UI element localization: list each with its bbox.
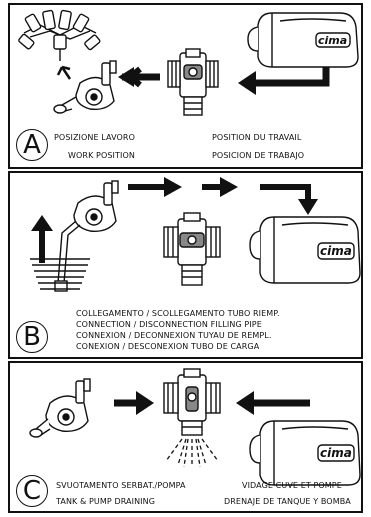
- panel-a-label-en: WORK POSITION: [68, 151, 135, 160]
- pump-icon: [73, 180, 119, 232]
- panel-work-position: cima A POSIZIONE LAVORO WORK POSITION PO…: [8, 3, 363, 169]
- valve-icon: [167, 48, 219, 116]
- panel-a-illustration: cima: [18, 9, 359, 116]
- brand-logo: cima: [320, 446, 352, 460]
- panel-filling-pipe: cima B COLLEGAMENTO / SCOLLEGAMENTO TUBO…: [8, 171, 363, 359]
- panel-a-label-es: POSICION DE TRABAJO: [212, 151, 305, 160]
- panel-b-label-es: CONEXION / DESCONEXION TUBO DE CARGA: [76, 342, 260, 351]
- suction-pipe-icon: [30, 220, 90, 292]
- panel-a-label-it: POSIZIONE LAVORO: [54, 133, 135, 142]
- pump-icon: [53, 60, 117, 114]
- arrow-icon: [298, 199, 318, 215]
- arrow-icon: [238, 71, 256, 95]
- arrow-icon: [164, 177, 182, 197]
- panel-b-letter: B: [16, 321, 48, 353]
- panel-b-label-en: CONNECTION / DISCONNECTION FILLING PIPE: [76, 320, 262, 329]
- panel-b-label-it: COLLEGAMENTO / SCOLLEGAMENTO TUBO RIEMP.: [76, 309, 280, 318]
- arrow-icon: [236, 391, 254, 415]
- tank-icon: [249, 216, 361, 284]
- pump-icon: [29, 378, 91, 438]
- panel-a-letter: A: [16, 129, 48, 161]
- spray-nozzle-icon: [18, 9, 101, 61]
- panel-c-letter: C: [16, 475, 48, 507]
- panel-b-illustration: cima: [30, 177, 361, 292]
- panel-c-label-en: TANK & PUMP DRAINING: [56, 497, 155, 506]
- panel-c-label-it: SVUOTAMENTO SERBAT./POMPA: [56, 481, 186, 490]
- brand-logo: cima: [320, 244, 352, 258]
- valve-icon: [163, 212, 221, 286]
- brand-logo: cima: [318, 34, 347, 47]
- panel-a-label-fr: POSITION DU TRAVAIL: [212, 133, 302, 142]
- panel-c-label-es: DRENAJE DE TANQUE Y BOMBA: [224, 497, 351, 506]
- arrow-icon: [220, 177, 238, 197]
- tank-icon: [249, 420, 361, 486]
- valve-icon: [163, 368, 221, 436]
- panel-c-label-fr: VIDAGE CUVE ET POMPE: [242, 481, 342, 490]
- panel-b-label-fr: CONNEXION / DECONNEXION TUYAU DE REMPL.: [76, 331, 272, 340]
- arrow-icon: [136, 391, 154, 415]
- drain-jets: [165, 438, 219, 468]
- tank-icon: [247, 12, 359, 68]
- panel-draining: cima C SVUOTAMENTO SERBAT./POMPA TANK & …: [8, 361, 363, 513]
- panel-c-illustration: cima: [29, 368, 361, 486]
- arrow-icon: [56, 65, 72, 80]
- arrow-icon: [31, 215, 53, 231]
